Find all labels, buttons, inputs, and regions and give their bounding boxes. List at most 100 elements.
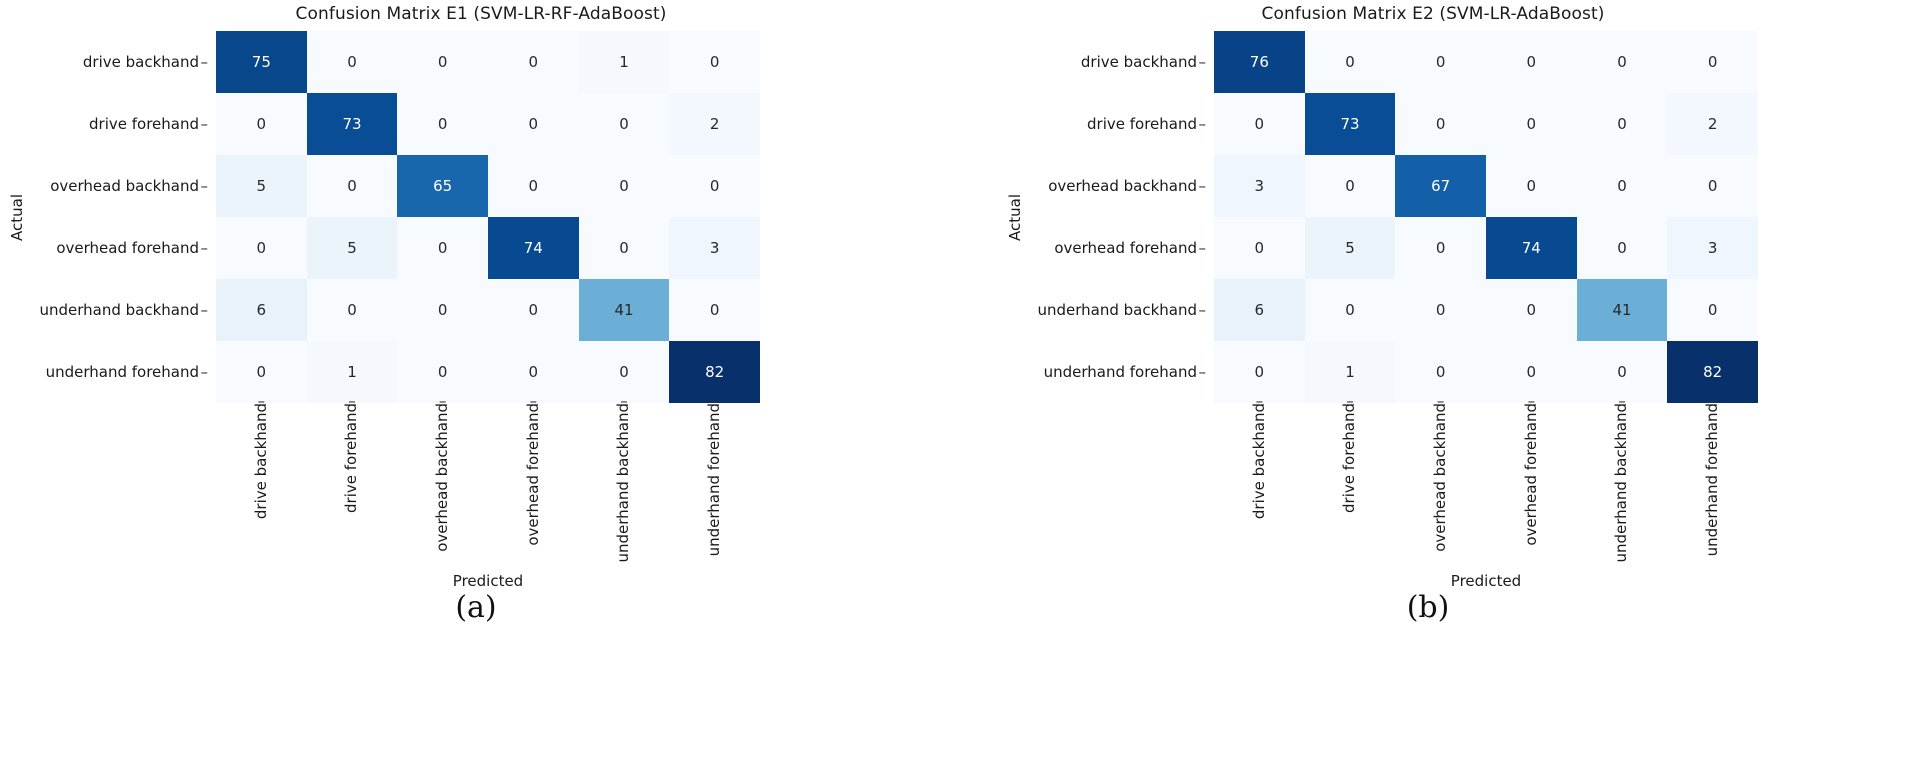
heatmap-cell-r3-c0: 0 — [1214, 217, 1305, 279]
y-tick-mark: – — [1198, 53, 1207, 71]
y-tick-a-5: underhand forehand– — [0, 341, 210, 403]
y-tick-label: drive backhand — [82, 53, 199, 71]
heatmap-cell-r2-c2: 65 — [397, 155, 488, 217]
heatmap-cell-r1-c1: 73 — [1304, 93, 1396, 155]
x-tick-mark: – — [348, 392, 356, 410]
heatmap-cell-r1-c5: 2 — [1667, 93, 1758, 155]
heatmap-cell-r2-c1: 0 — [1304, 155, 1396, 217]
y-tick-b-2: overhead backhand– — [998, 155, 1208, 217]
heatmap-cell-r0-c2: 0 — [397, 31, 488, 93]
heatmap-cell-r4-c3: 0 — [1485, 279, 1577, 341]
heatmap-cell-r1-c0: 0 — [1214, 93, 1305, 155]
y-tick-b-3: overhead forehand– — [998, 217, 1208, 279]
x-tick-a-5: –underhand forehand — [669, 394, 760, 568]
x-tick-mark: – — [1346, 392, 1354, 410]
y-tick-mark: – — [1198, 363, 1207, 381]
heatmap-cell-r5-c5: 82 — [669, 341, 760, 403]
y-tick-label: overhead forehand — [56, 239, 199, 257]
heatmap-cell-r5-c1: 1 — [1304, 341, 1396, 403]
panel-b: Confusion Matrix E2 (SVM-LR-AdaBoost) Ac… — [952, 0, 1904, 778]
heatmap-cell-r0-c1: 0 — [306, 31, 398, 93]
x-axis-title-a: Predicted — [452, 572, 524, 590]
heatmap-cell-r3-c0: 0 — [216, 217, 307, 279]
heatmap-cell-r3-c4: 0 — [578, 217, 670, 279]
y-tick-label: overhead backhand — [50, 177, 199, 195]
heatmap-cell-r2-c3: 0 — [1485, 155, 1577, 217]
y-tick-mark: – — [1198, 301, 1207, 319]
heatmap-cell-r5-c2: 0 — [1395, 341, 1486, 403]
y-tick-mark: – — [200, 177, 209, 195]
y-tick-a-1: drive forehand– — [0, 93, 210, 155]
heatmap-cell-r4-c1: 0 — [306, 279, 398, 341]
x-tick-b-2: –overhead backhand — [1395, 394, 1486, 568]
heatmap-cell-r3-c2: 0 — [397, 217, 488, 279]
x-tick-label: underhand backhand — [614, 403, 633, 563]
heatmap-cell-r5-c0: 0 — [1214, 341, 1305, 403]
heatmap-cell-r0-c0: 75 — [216, 31, 307, 93]
heatmap-cell-r2-c5: 0 — [669, 155, 760, 217]
heatmap-cell-r3-c5: 3 — [1667, 217, 1758, 279]
x-tick-mark: – — [529, 392, 538, 410]
heatmap-cell-r2-c0: 5 — [216, 155, 307, 217]
x-tick-mark: – — [257, 392, 266, 410]
heatmap-cell-r0-c5: 0 — [1667, 31, 1758, 93]
heatmap-cell-r3-c2: 0 — [1395, 217, 1486, 279]
heatmap-cell-r4-c3: 0 — [487, 279, 579, 341]
heatmap-cell-r0-c3: 0 — [487, 31, 579, 93]
x-tick-b-5: –underhand forehand — [1667, 394, 1758, 568]
heatmap-cell-r2-c4: 0 — [1576, 155, 1668, 217]
heatmap-cell-r1-c2: 0 — [1395, 93, 1486, 155]
x-tick-label: drive backhand — [251, 403, 270, 520]
heatmap-cell-r1-c3: 0 — [1485, 93, 1577, 155]
heatmap-cell-r4-c5: 0 — [1667, 279, 1758, 341]
y-tick-b-4: underhand backhand– — [998, 279, 1208, 341]
y-tick-a-4: underhand backhand– — [0, 279, 210, 341]
heatmap-cell-r3-c1: 5 — [306, 217, 398, 279]
y-tick-a-3: overhead forehand– — [0, 217, 210, 279]
chart-title-b: Confusion Matrix E2 (SVM-LR-AdaBoost) — [1261, 4, 1605, 24]
y-tick-label: drive forehand — [89, 115, 199, 133]
heatmap-cell-r4-c1: 0 — [1304, 279, 1396, 341]
x-tick-mark: – — [710, 392, 719, 410]
x-tick-labels-a: –drive backhand–drive forehand–overhead … — [216, 394, 760, 568]
panel-a: Confusion Matrix E1 (SVM-LR-RF-AdaBoost)… — [0, 0, 952, 778]
heatmap-cell-r2-c2: 67 — [1395, 155, 1486, 217]
x-tick-label: underhand forehand — [1703, 403, 1722, 557]
heatmap-cell-r5-c5: 82 — [1667, 341, 1758, 403]
x-tick-b-4: –underhand backhand — [1577, 394, 1668, 568]
y-tick-mark: – — [1198, 115, 1207, 133]
heatmap-cell-r5-c2: 0 — [397, 341, 488, 403]
heatmap-cell-r4-c2: 0 — [397, 279, 488, 341]
x-tick-mark: – — [1436, 392, 1445, 410]
x-tick-mark: – — [1255, 392, 1264, 410]
y-tick-labels-b: drive backhand–drive forehand–overhead b… — [998, 31, 1208, 403]
heatmap-cell-r5-c1: 1 — [306, 341, 398, 403]
x-tick-mark: – — [438, 392, 447, 410]
x-tick-a-0: –drive backhand — [216, 394, 307, 568]
heatmap-cell-r2-c4: 0 — [578, 155, 670, 217]
heatmap-cell-r0-c5: 0 — [669, 31, 760, 93]
heatmap-cell-r1-c0: 0 — [216, 93, 307, 155]
y-tick-b-0: drive backhand– — [998, 31, 1208, 93]
y-tick-label: underhand backhand — [1037, 301, 1197, 319]
heatmap-cell-r3-c5: 3 — [669, 217, 760, 279]
x-tick-labels-b: –drive backhand–drive forehand–overhead … — [1214, 394, 1758, 568]
heatmap-cell-r4-c0: 6 — [216, 279, 307, 341]
heatmap-cell-r0-c1: 0 — [1304, 31, 1396, 93]
heatmap-cell-r1-c3: 0 — [487, 93, 579, 155]
x-tick-a-2: –overhead backhand — [397, 394, 488, 568]
heatmap-cell-r2-c5: 0 — [1667, 155, 1758, 217]
y-tick-label: underhand backhand — [39, 301, 199, 319]
heatmap-cell-r2-c1: 0 — [306, 155, 398, 217]
x-tick-mark: – — [1527, 392, 1536, 410]
heatmap-cell-r5-c4: 0 — [578, 341, 670, 403]
y-tick-mark: – — [200, 363, 209, 381]
x-tick-label: drive backhand — [1249, 403, 1268, 520]
y-tick-a-0: drive backhand– — [0, 31, 210, 93]
y-tick-mark: – — [1198, 177, 1207, 195]
x-tick-label: overhead backhand — [433, 403, 452, 552]
x-tick-mark: – — [1618, 392, 1626, 410]
heatmap-cell-r3-c3: 74 — [487, 217, 579, 279]
